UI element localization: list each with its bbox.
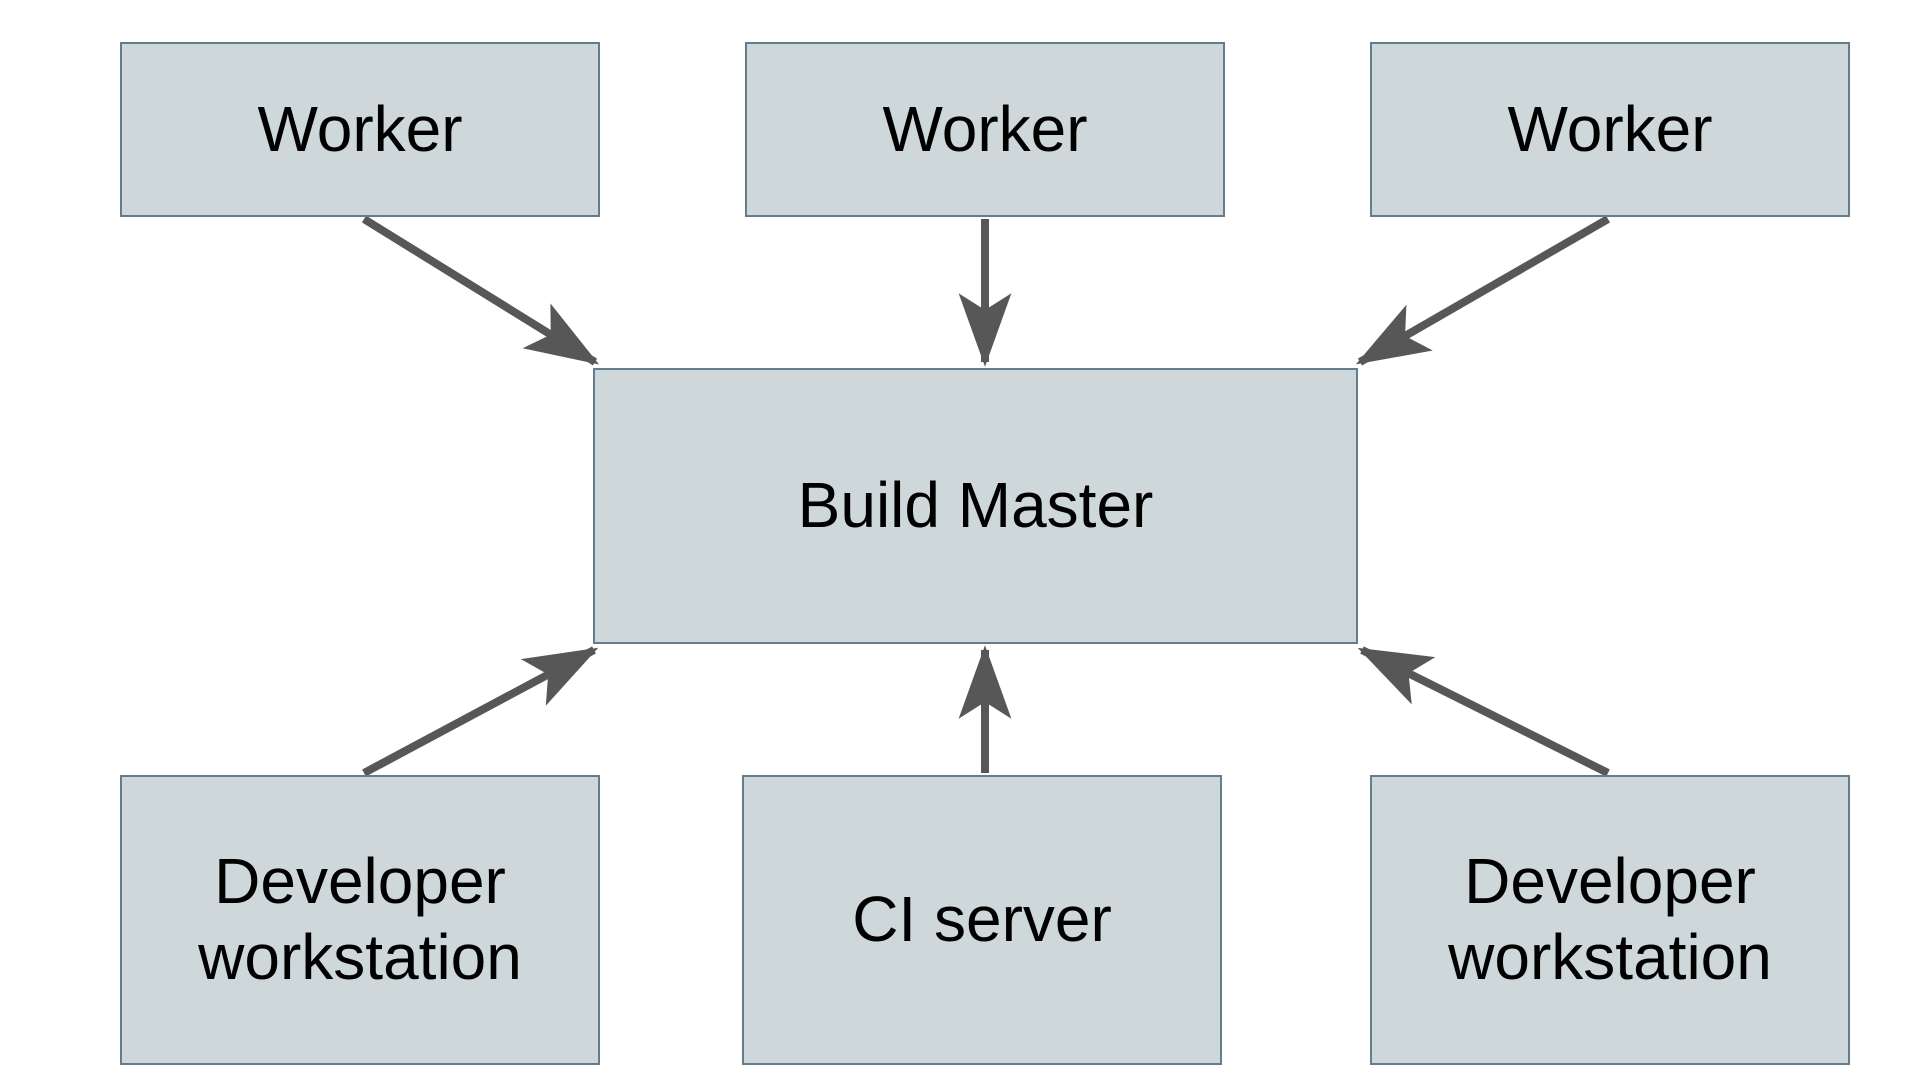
node-worker-2-label: Worker — [882, 92, 1088, 165]
node-developer-workstation-left-label: Developer workstation — [198, 845, 522, 993]
node-worker-1-label: Worker — [257, 92, 463, 165]
edge-devright-to-master — [1357, 646, 1610, 777]
edge-devleft-to-master — [362, 646, 599, 777]
node-ci-server[interactable]: CI server — [742, 775, 1222, 1065]
node-developer-workstation-right[interactable]: Developer workstation — [1370, 775, 1850, 1065]
edge-worker3-to-master — [1355, 215, 1610, 366]
node-worker-1[interactable]: Worker — [120, 42, 600, 217]
node-build-master-label: Build Master — [797, 469, 1154, 542]
node-ci-server-label: CI server — [852, 883, 1112, 956]
node-build-master[interactable]: Build Master — [593, 368, 1358, 644]
node-developer-workstation-left[interactable]: Developer workstation — [120, 775, 600, 1065]
node-worker-2[interactable]: Worker — [745, 42, 1225, 217]
node-developer-workstation-right-label: Developer workstation — [1448, 845, 1772, 993]
edge-worker1-to-master — [361, 215, 600, 366]
node-worker-3-label: Worker — [1507, 92, 1713, 165]
node-worker-3[interactable]: Worker — [1370, 42, 1850, 217]
